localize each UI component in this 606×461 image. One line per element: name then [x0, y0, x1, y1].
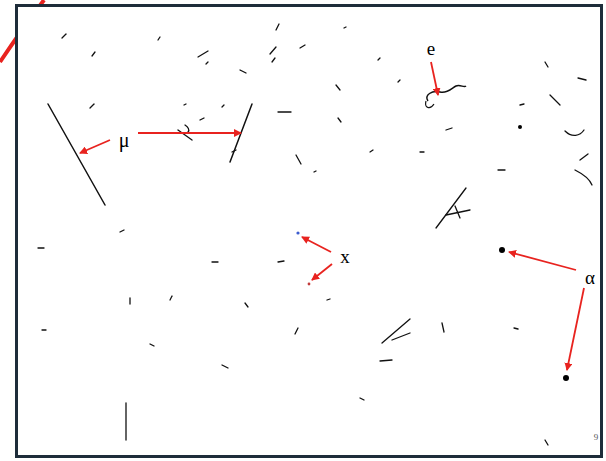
particle-label: μ	[119, 130, 130, 150]
page-number: 9	[594, 433, 599, 442]
particle-label: e	[427, 39, 435, 58]
particle-label: α	[585, 268, 595, 287]
particle-label: x	[340, 247, 350, 266]
